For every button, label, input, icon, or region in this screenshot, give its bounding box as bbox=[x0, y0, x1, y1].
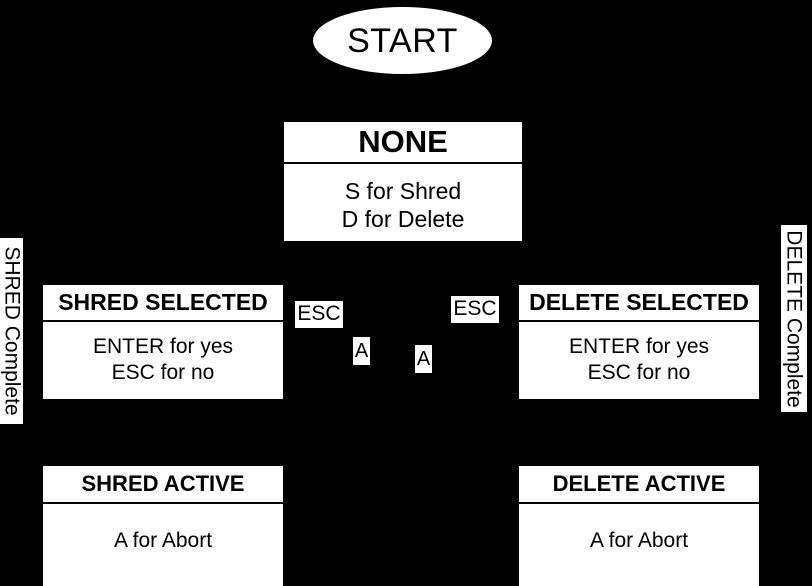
state-body-shred-selected: ENTER for yes ESC for no bbox=[43, 322, 283, 399]
state-node-delete-selected[interactable]: DELETE SELECTED ENTER for yes ESC for no bbox=[519, 285, 759, 399]
state-title-delete-selected: DELETE SELECTED bbox=[519, 285, 759, 322]
state-node-delete-active[interactable]: DELETE ACTIVE A for Abort bbox=[519, 466, 759, 586]
transition-label-esc-left: ESC bbox=[295, 301, 343, 328]
start-node[interactable]: START bbox=[313, 7, 492, 74]
transition-label-delete-complete: DELETE Complete bbox=[781, 225, 807, 412]
state-body-shred-active: A for Abort bbox=[43, 504, 283, 586]
state-title-delete-active: DELETE ACTIVE bbox=[519, 466, 759, 504]
state-body-line: ENTER for yes bbox=[92, 335, 234, 358]
transition-label-delete-complete-text: DELETE Complete bbox=[783, 229, 806, 408]
transition-label-esc-right: ESC bbox=[451, 296, 499, 323]
state-body-line: A for Abort bbox=[589, 529, 689, 552]
state-body-line: ESC for no bbox=[587, 361, 691, 384]
state-node-none[interactable]: NONE S for Shred D for Delete bbox=[284, 122, 522, 241]
state-body-delete-selected: ENTER for yes ESC for no bbox=[519, 322, 759, 399]
state-body-line: S for Shred bbox=[344, 178, 462, 204]
transition-label-abort-right: A bbox=[415, 345, 432, 373]
state-node-shred-active[interactable]: SHRED ACTIVE A for Abort bbox=[43, 466, 283, 586]
state-title-none: NONE bbox=[284, 122, 522, 164]
state-title-shred-active: SHRED ACTIVE bbox=[43, 466, 283, 504]
transition-label-abort-left: A bbox=[353, 337, 370, 365]
state-body-none: S for Shred D for Delete bbox=[284, 164, 522, 241]
state-body-line: ESC for no bbox=[111, 361, 215, 384]
transition-label-shred-complete: SHRED Complete bbox=[0, 238, 24, 424]
state-body-line: D for Delete bbox=[341, 206, 465, 232]
transition-label-shred-complete-text: SHRED Complete bbox=[0, 246, 24, 416]
state-title-shred-selected: SHRED SELECTED bbox=[43, 285, 283, 322]
start-node-label: START bbox=[347, 21, 458, 60]
state-body-line: A for Abort bbox=[113, 529, 213, 552]
state-node-shred-selected[interactable]: SHRED SELECTED ENTER for yes ESC for no bbox=[43, 285, 283, 399]
state-body-delete-active: A for Abort bbox=[519, 504, 759, 586]
state-body-line: ENTER for yes bbox=[568, 335, 710, 358]
